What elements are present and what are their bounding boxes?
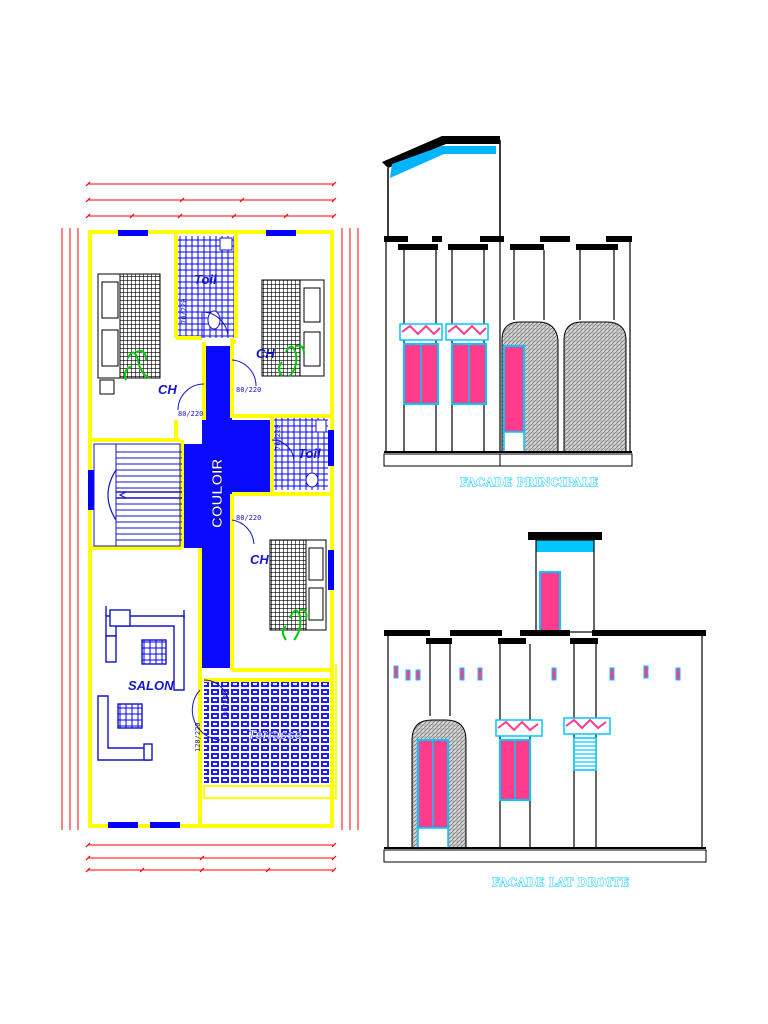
staircase bbox=[93, 443, 182, 547]
door-label: 70/220 bbox=[180, 299, 188, 324]
door-label: 80/220 bbox=[222, 691, 230, 716]
toilet-top-floor bbox=[178, 236, 236, 338]
room-label-salon: SALON bbox=[128, 678, 174, 693]
door-label: 80/220 bbox=[236, 386, 261, 394]
bed-top-left bbox=[97, 273, 161, 395]
front-elevation bbox=[382, 136, 633, 467]
terrace-railing bbox=[203, 785, 337, 799]
terrace-floor bbox=[204, 680, 332, 784]
plant-icon bbox=[123, 350, 151, 381]
room-label-toil-top: Toil bbox=[194, 272, 217, 287]
room-label-toil-right: Toil bbox=[298, 446, 321, 461]
room-label-ch-top-right: CH bbox=[256, 346, 275, 361]
bed-top-right bbox=[261, 279, 325, 377]
couloir-floor bbox=[182, 346, 272, 668]
side-elevation bbox=[383, 532, 707, 863]
door-label: 80/220 bbox=[236, 514, 261, 522]
plant-icon bbox=[282, 608, 308, 641]
stone-arch bbox=[563, 321, 627, 453]
room-label-ch-right: CH bbox=[250, 552, 269, 567]
bed-right bbox=[269, 539, 327, 631]
room-label-couloir: COULOIR bbox=[209, 459, 226, 528]
door-label: 80/220 bbox=[178, 410, 203, 418]
room-label-terrasse: Terrasse bbox=[248, 727, 302, 742]
window-crown bbox=[399, 323, 489, 341]
front-elevation-title: FACADE PRINCIPALE bbox=[460, 476, 598, 489]
plant-icon bbox=[278, 344, 305, 377]
side-elevation-title: FACADE LAT DROITE bbox=[492, 876, 630, 889]
toilet-fixtures bbox=[207, 237, 327, 488]
walls bbox=[88, 230, 334, 828]
door-label: 120/220 bbox=[194, 722, 202, 752]
doors bbox=[177, 311, 295, 741]
dimension-lines bbox=[61, 181, 359, 873]
door-label: 70/220 bbox=[274, 425, 282, 450]
salon-furniture bbox=[97, 606, 185, 761]
windows bbox=[88, 230, 334, 828]
room-label-ch-top-left: CH bbox=[158, 382, 177, 397]
front-windows bbox=[403, 343, 525, 453]
wall-vents bbox=[393, 665, 681, 681]
floor-plan bbox=[61, 181, 359, 873]
